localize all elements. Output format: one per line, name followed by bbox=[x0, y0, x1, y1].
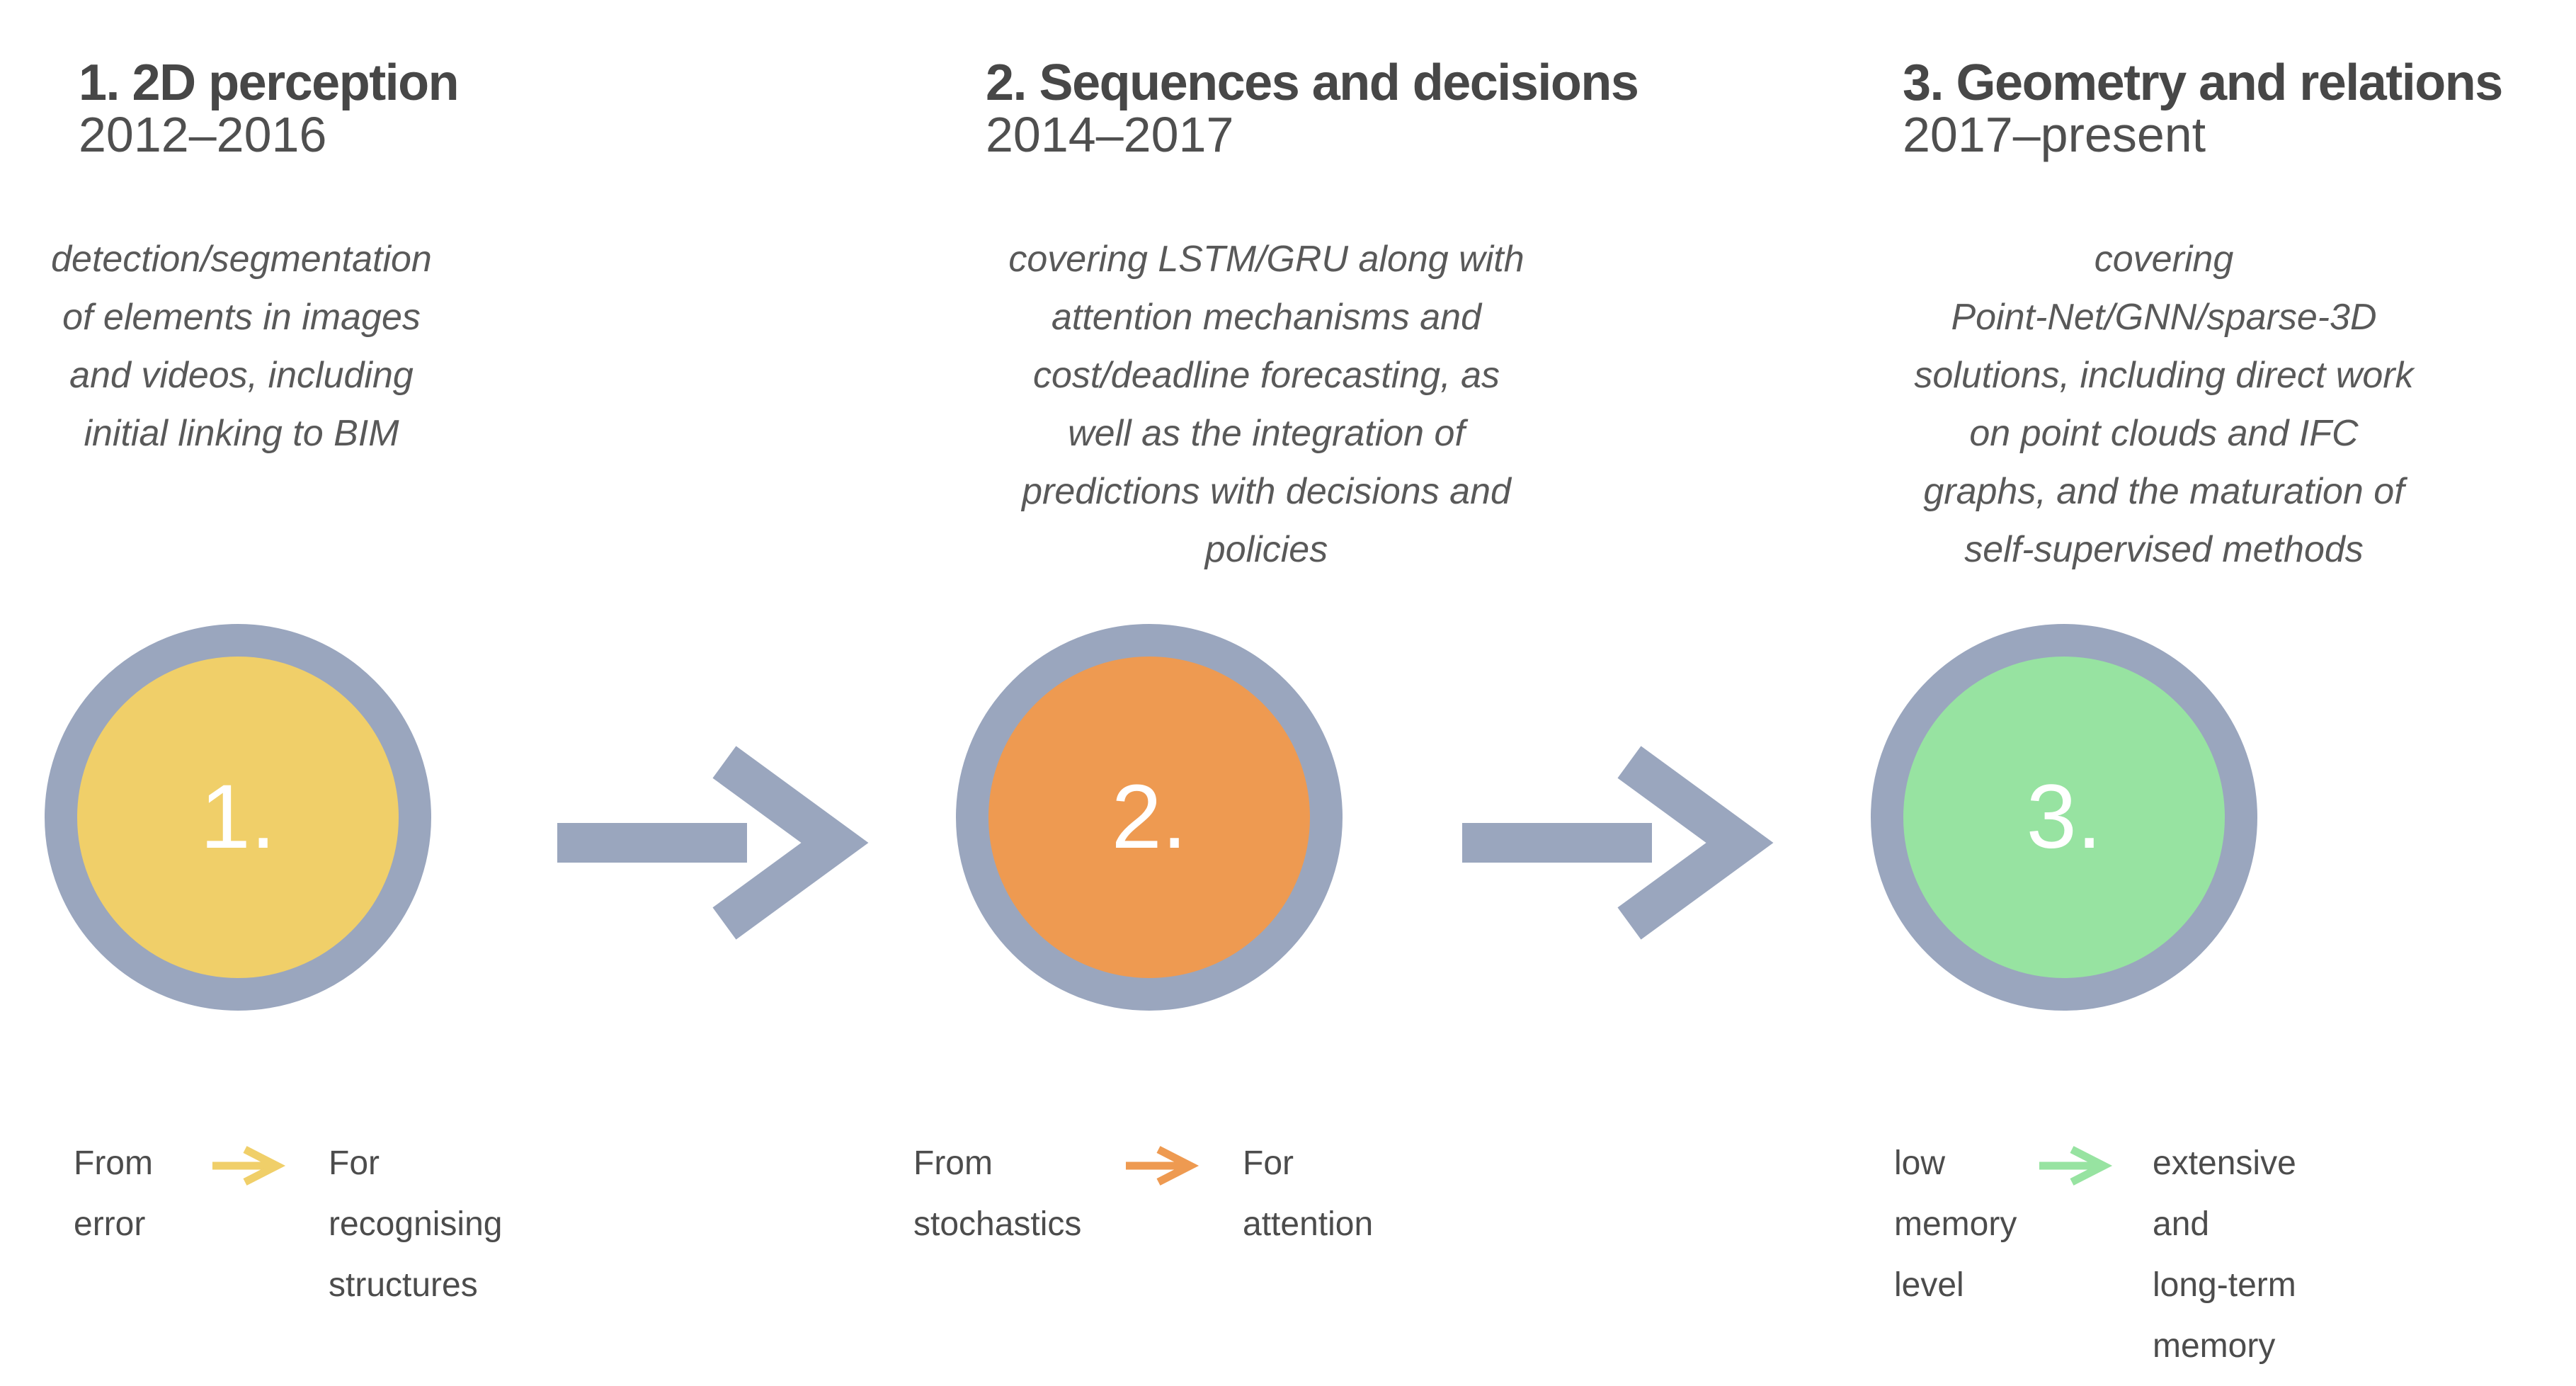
legend-arrow-icon-1 bbox=[212, 1146, 286, 1186]
stage-1-years: 2012–2016 bbox=[79, 107, 327, 162]
stage-3-years: 2017–present bbox=[1903, 107, 2206, 162]
arrow-stage1-to-stage2-icon bbox=[557, 746, 869, 940]
stage-3-number: 3. bbox=[2026, 766, 2102, 868]
stage-2: 2. Sequences and decisions 2014–2017 cov… bbox=[859, 0, 1718, 1386]
stage-3: 3. Geometry and relations 2017–present c… bbox=[1718, 0, 2576, 1386]
legend-arrow-icon-3 bbox=[2039, 1146, 2113, 1186]
stage-1-circle: 1. bbox=[45, 624, 431, 1011]
stage-1-legend-from: From error bbox=[74, 1144, 153, 1243]
stage-1-legend-to: For recognising structures bbox=[329, 1144, 503, 1304]
arrow-stage2-to-stage3-icon bbox=[1462, 746, 1774, 940]
stage-2-legend-to: For attention bbox=[1243, 1144, 1374, 1243]
stage-2-years: 2014–2017 bbox=[986, 107, 1234, 162]
stage-3-title: 3. Geometry and relations bbox=[1903, 54, 2503, 111]
stage-2-description: covering LSTM/GRU along with attention m… bbox=[1008, 239, 1524, 570]
stage-2-number: 2. bbox=[1111, 766, 1187, 868]
stage-2-title: 2. Sequences and decisions bbox=[986, 54, 1639, 111]
stage-3-legend-from: low memory level bbox=[1894, 1144, 2017, 1304]
stage-1-number: 1. bbox=[200, 766, 276, 868]
stage-2-circle: 2. bbox=[956, 624, 1343, 1011]
stage-3-description: covering Point-Net/GNN/sparse-3D solutio… bbox=[1914, 239, 2414, 570]
legend-arrow-icon-2 bbox=[1126, 1146, 1199, 1186]
stage-1-title: 1. 2D perception bbox=[79, 54, 460, 111]
stage-2-legend-from: From stochastics bbox=[913, 1144, 1082, 1243]
stage-3-legend-to: extensive and long-term memory bbox=[2153, 1144, 2296, 1365]
stage-1: 1. 2D perception 2012–2016 detection/seg… bbox=[0, 0, 859, 1386]
stage-1-description: detection/segmentation of elements in im… bbox=[51, 239, 432, 454]
stage-3-circle: 3. bbox=[1871, 624, 2257, 1011]
